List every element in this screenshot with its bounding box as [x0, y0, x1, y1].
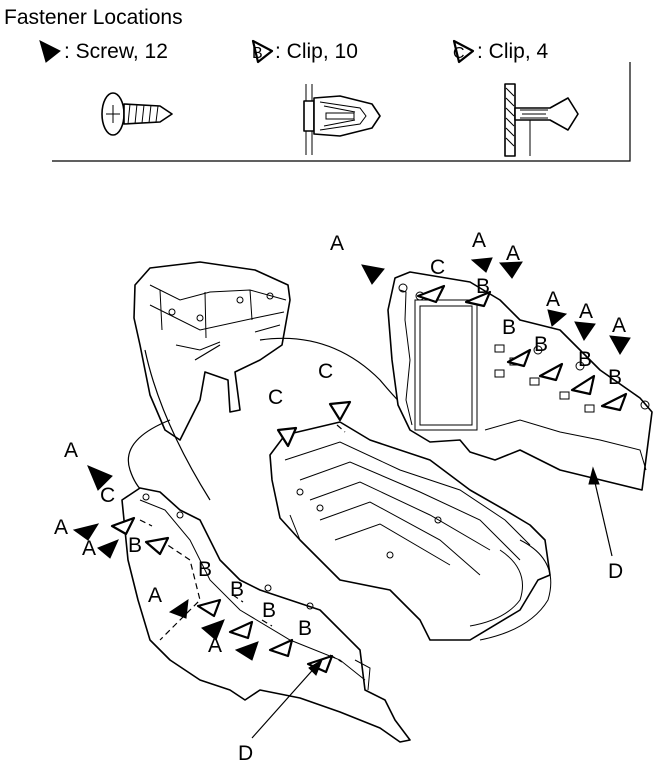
clip-b-mark [538, 362, 564, 382]
legend-clip-b: B : Clip, 10 [251, 39, 358, 64]
callout-a: A [612, 314, 626, 337]
callout-a: A [64, 439, 78, 462]
clip-b-mark [570, 374, 596, 396]
callout-a: A [546, 288, 560, 311]
clip-c-mark [276, 426, 298, 448]
clip-b-mark [268, 638, 294, 658]
callout-a: A [579, 300, 593, 323]
callout-b: B [534, 333, 548, 356]
right-panel [387, 271, 653, 491]
screw-a-mark [361, 264, 385, 285]
upper-housing [133, 261, 291, 441]
clip-c-mark [416, 284, 446, 304]
callout-c: C [430, 256, 445, 279]
clip-c-mark [110, 516, 136, 536]
clip-c-mark [328, 400, 352, 422]
legend-clip-c-symbol: C [453, 45, 465, 62]
callout-a: A [330, 232, 344, 255]
callout-b: B [578, 348, 592, 371]
callout-b: B [298, 617, 312, 640]
callout-a: A [506, 242, 520, 265]
diagram-title: Fastener Locations [4, 6, 183, 29]
legend-clip-c-text: : Clip, 4 [477, 40, 549, 63]
clip-b-mark [506, 348, 532, 368]
screw-marks [72, 257, 631, 661]
callout-a: A [54, 516, 68, 539]
callout-b: B [476, 275, 490, 298]
legend-box [52, 62, 631, 162]
screw-a-mark [574, 321, 596, 341]
screw-illustration [101, 92, 173, 136]
open-triangle-c-icon [452, 39, 475, 64]
callout-b: B [262, 599, 276, 622]
callout-a: A [472, 229, 486, 252]
screw-a-mark [87, 465, 113, 491]
screw-a-mark [234, 641, 259, 661]
callout-d: D [238, 742, 253, 765]
center-tray [269, 421, 552, 641]
screw-a-mark [547, 309, 568, 327]
callout-a: A [82, 537, 96, 560]
clip-b-mark [228, 620, 254, 640]
callout-labels: A A A C B A A A B B B B C C A C A A B B … [54, 229, 626, 765]
screw-a-mark [97, 539, 119, 559]
clip-b-mark [196, 598, 222, 618]
callout-a: A [148, 584, 162, 607]
callout-b: B [608, 366, 622, 389]
screw-a-mark [609, 335, 631, 355]
screw-a-mark [72, 523, 100, 541]
clip-b-mark [600, 392, 628, 412]
callout-a: A [208, 634, 222, 657]
legend-clip-c: C : Clip, 4 [452, 39, 549, 64]
clip-b-mark [144, 536, 170, 556]
clip-marks [110, 284, 628, 674]
clip-b-mark [464, 290, 492, 308]
filled-triangle-icon [39, 40, 61, 63]
legend-screw: : Screw, 12 [39, 40, 168, 63]
legend-screw-text: : Screw, 12 [64, 40, 168, 63]
callout-b: B [198, 558, 212, 581]
callout-c: C [318, 360, 333, 383]
clip-b-illustration [303, 84, 381, 155]
callout-c: C [100, 484, 115, 507]
screw-a-mark [498, 261, 523, 279]
clip-c-illustration [504, 83, 579, 157]
callout-d: D [608, 560, 623, 583]
legend-clip-b-symbol: B [252, 45, 263, 62]
callout-b: B [502, 316, 516, 339]
screw-a-mark [201, 619, 225, 641]
screw-a-mark [168, 598, 189, 619]
callout-c: C [268, 386, 283, 409]
legend-clip-b-text: : Clip, 10 [275, 40, 358, 63]
d-leaders [251, 466, 613, 739]
callout-b: B [230, 578, 244, 601]
screw-a-mark [470, 257, 493, 273]
callout-b: B [128, 534, 142, 557]
open-triangle-b-icon [251, 39, 274, 64]
